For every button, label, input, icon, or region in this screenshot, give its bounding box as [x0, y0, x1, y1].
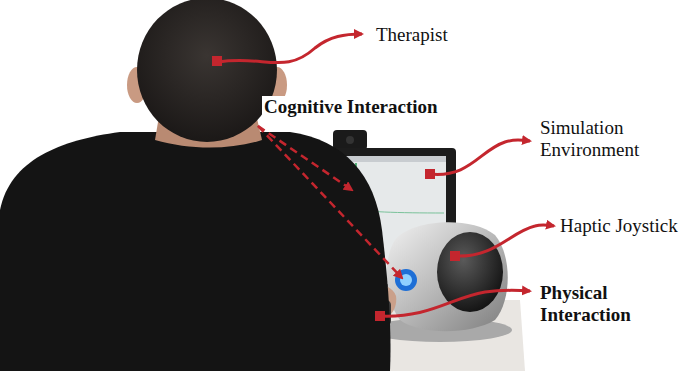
- webcam-lens: [346, 136, 354, 144]
- head-hair: [137, 0, 277, 142]
- leader-arrow: [218, 34, 362, 63]
- joystick-logo: [400, 274, 412, 286]
- leader-dot: [375, 311, 385, 321]
- interaction-label: Physical Interaction: [540, 282, 672, 326]
- leader-arrow: [455, 225, 554, 256]
- callout-label: Haptic Joystick: [560, 215, 678, 237]
- leader-dot: [450, 251, 460, 261]
- interaction-label: Cognitive Interaction: [262, 96, 440, 118]
- leader-dot: [212, 56, 222, 66]
- callout-label: Therapist: [376, 24, 448, 46]
- dashed-arrow: [258, 126, 352, 190]
- dashed-arrow: [258, 126, 402, 278]
- leader-arrow: [430, 140, 530, 174]
- leader-arrow: [380, 290, 530, 316]
- leader-dot: [425, 169, 435, 179]
- shirt: [0, 132, 391, 371]
- webcam: [333, 130, 367, 150]
- callout-label: Simulation Environment: [540, 117, 668, 161]
- joystick-sphere: [437, 232, 503, 312]
